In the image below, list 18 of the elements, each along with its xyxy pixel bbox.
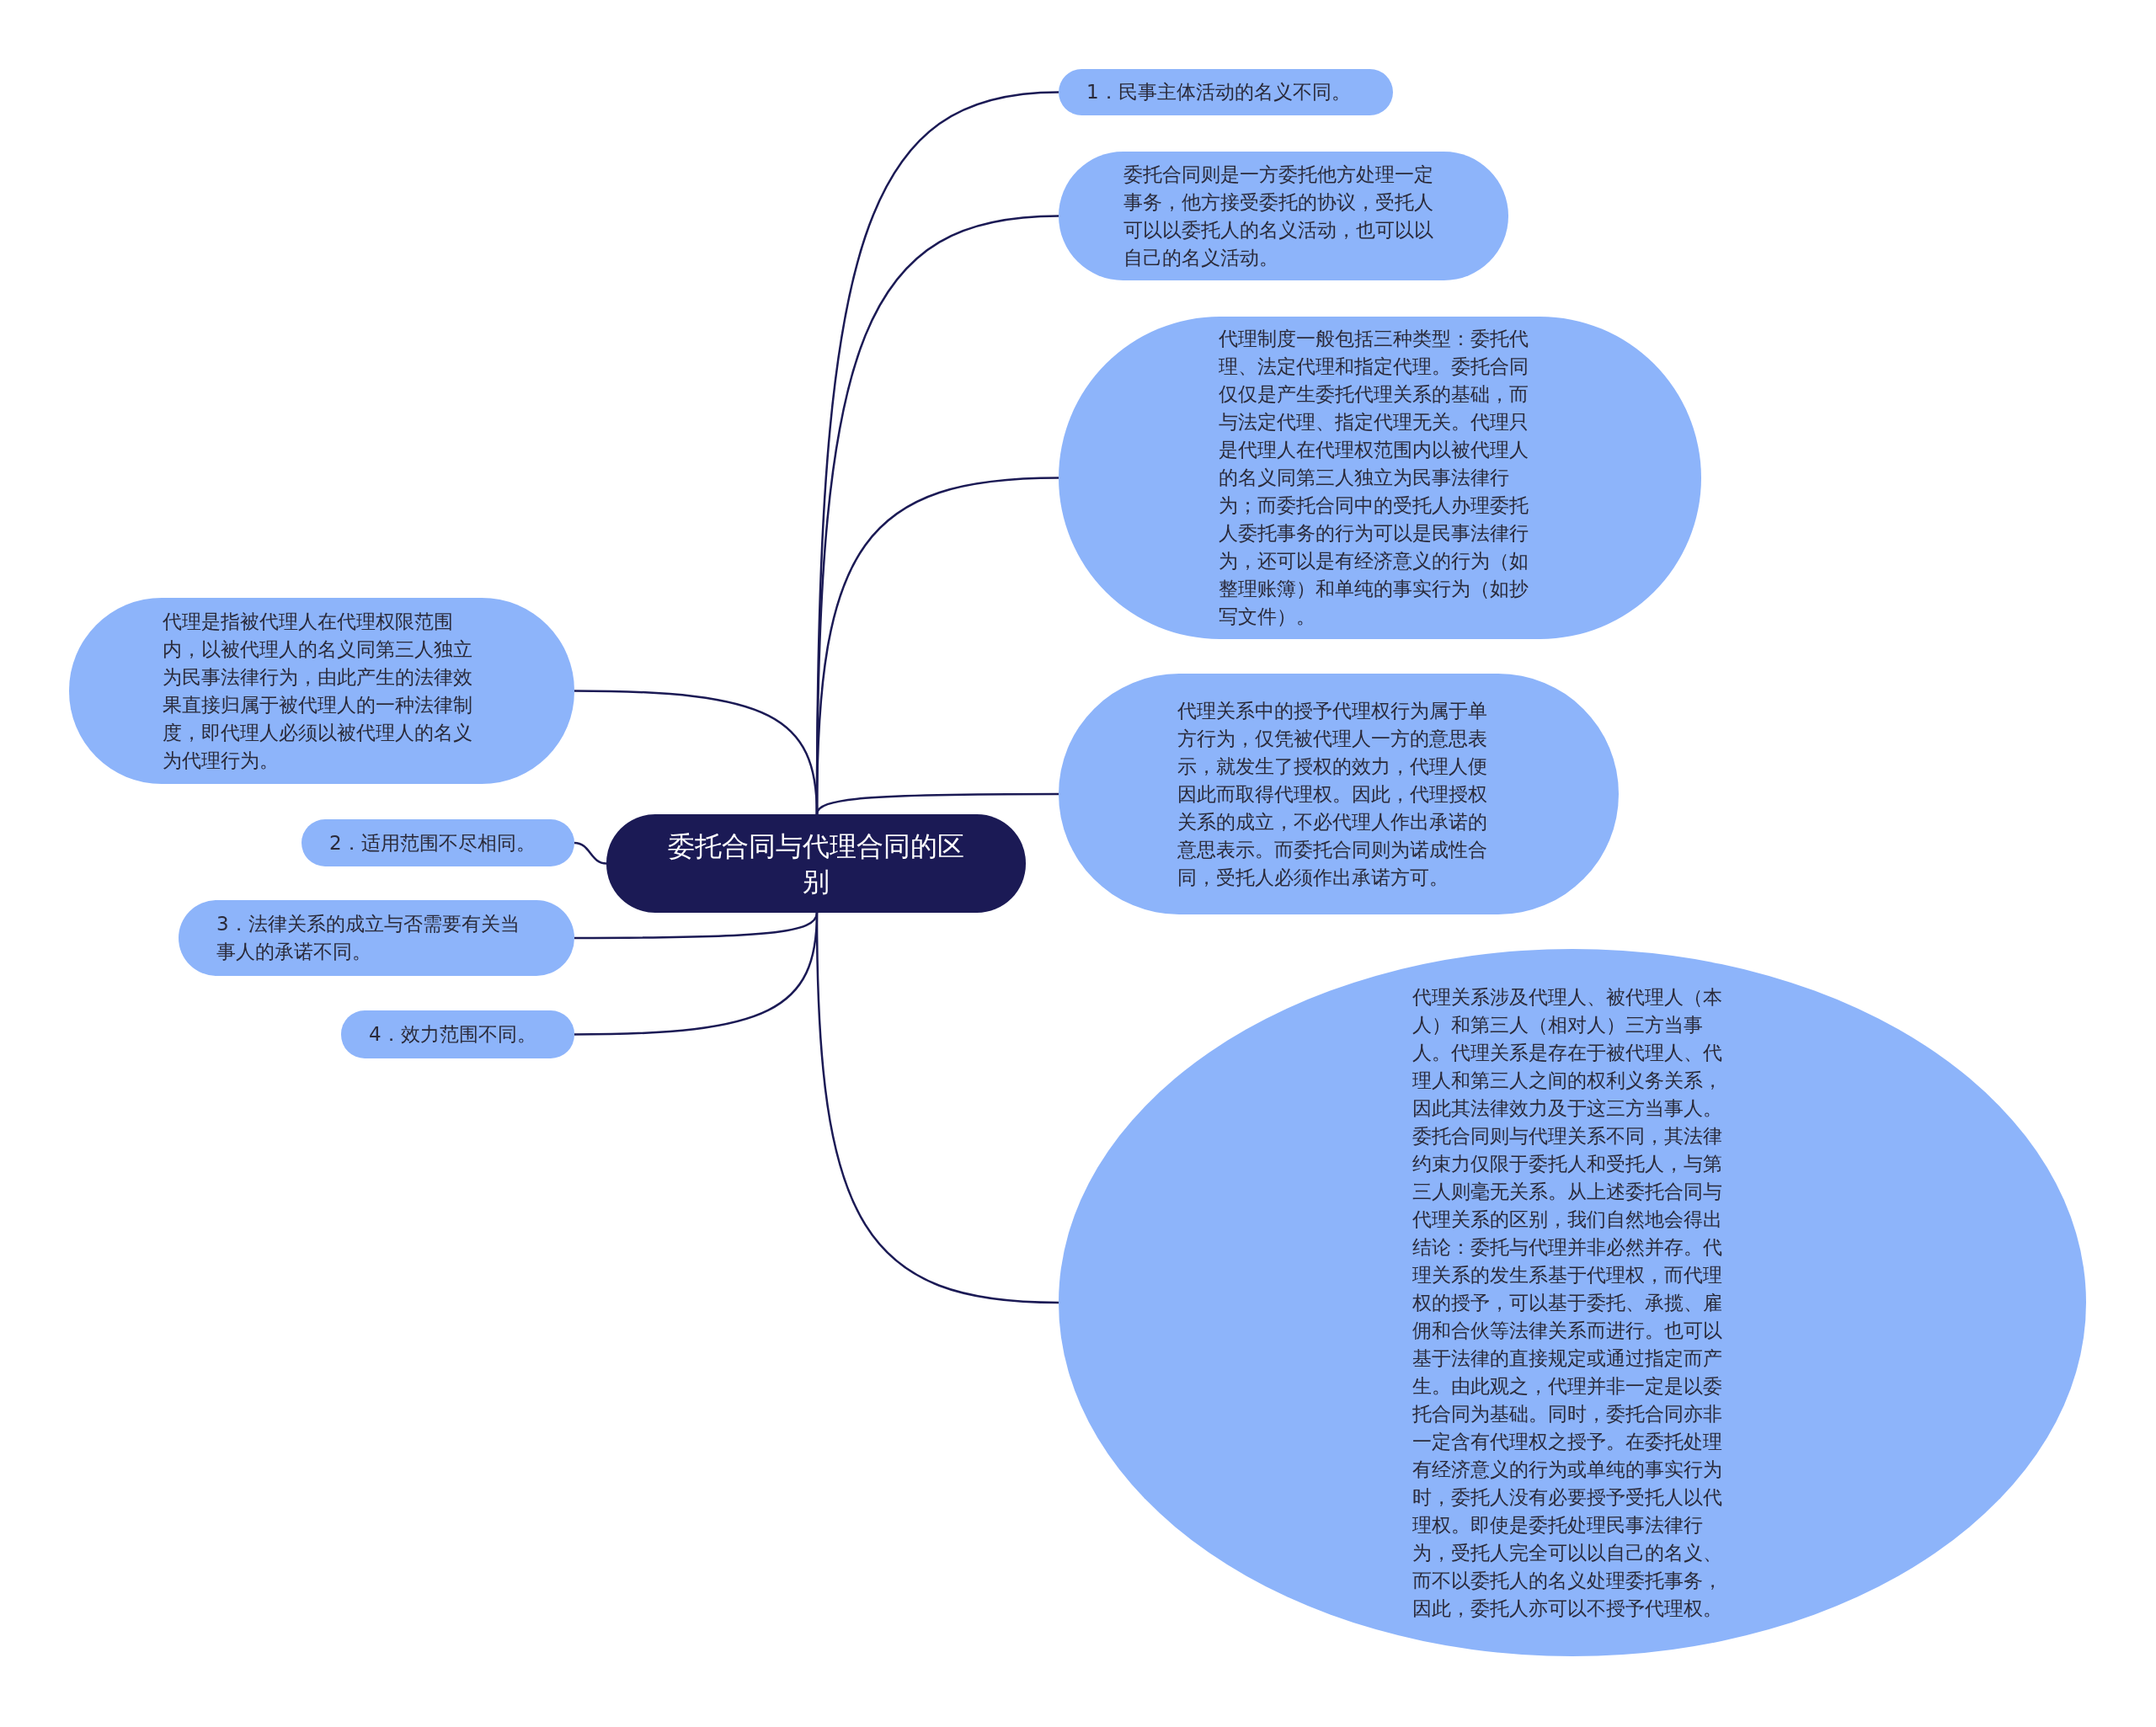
node-text: 委托合同与代理合同的区别: [667, 829, 965, 899]
branch-line: [815, 792, 1059, 815]
node-text: 代理关系涉及代理人、被代理人（本人）和第三人（相对人）三方当事人。代理关系是存在于被代理人、代理人和第三人之间的权利义务关系，因此其法律效力及于这三方当事人。委托合同则与代理关系不同，其法律约束力仅限于委托人和受托人，与第三人则毫无关系。从上述委托合同与代理关系的区别，我们自然地会得出结论：委托与代理并非必然并存。代理关系的发生系基于代理权，而代理权的授予，可以基于委托、承揽、雇佣和合伙等法律关系而进行。也可以基于法律的直接规定或通过指定而产生。由此观之，代理并非一定是以委托合同为基础。同时，委托合同亦非一定含有代理权之授予。在委托处理有经济意义的行为或单纯的事实行为时，委托人没有必要授予受托人以代理权。即使是委托处理民事法律行为，受托人完全可以以自己的名义、而不以委托人的名义处理委托事务，因此，委托人亦可以不授予代理权。: [1412, 984, 1723, 1621]
node-text: 代理是指被代理人在代理权限范围内，以被代理人的名义同第三人独立为民事法律行为，由此产生的法律效果直接归属于被代理人的一种法律制度，即代理人必须以被代理人的名义为代理行为。: [163, 609, 473, 773]
branch-box: [1059, 69, 1393, 115]
node-text: 1．民事主体活动的名义不同。: [1086, 80, 1352, 104]
branch-line: [574, 912, 819, 1036]
node-text: 2．适用范围不尽相同。: [329, 830, 536, 856]
branch-box: [341, 1010, 574, 1058]
node-text: 3．法律关系的成立与否需要有关当事人的承诺不同。: [216, 912, 520, 964]
node-text: 代理关系中的授予代理权行为属于单方行为，仅凭被代理人一方的意思表示，就发生了授权的效力，代理人便因此而取得代理权。因此，代理授权关系的成立，不必代理人作出承诺的意思表示。而委托合同则为诺成性合同，受托人必须作出承诺方可。: [1177, 698, 1488, 890]
branch-box: [302, 819, 574, 866]
node-text: 代理制度一般包括三种类型：委托代理、法定代理和指定代理。委托合同仅仅是产生委托代理关系的基础，而与法定代理、指定代理无关。代理只是代理人在代理权范围内以被代理人的名义同第三人独立为民事法律行为；而委托合同中的受托人办理委托人委托事务的行为可以是民事法律行为，还可以是有经济意义的行为（如整理账簿）和单纯的事实行为（如抄写文件）。: [1219, 327, 1529, 629]
node-text: 4．效力范围不同。: [369, 1022, 537, 1047]
branch-line: [574, 690, 819, 815]
branch-line: [574, 912, 819, 940]
node-text: 委托合同则是一方委托他方处理一定事务，他方接受委托的协议，受托人可以以委托人的名义活动，也可以以自己的名义活动。: [1123, 162, 1434, 270]
branch-line: [574, 841, 607, 865]
